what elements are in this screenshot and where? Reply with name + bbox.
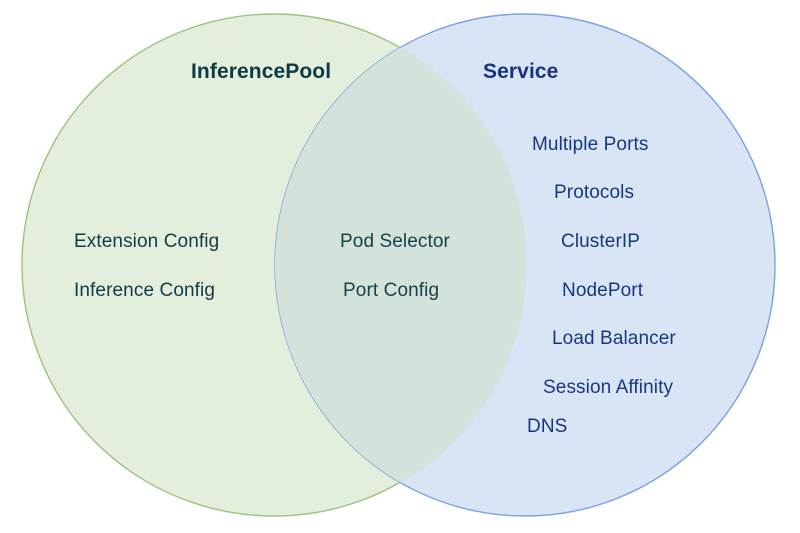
inferencepool-item-inference-config: Inference Config [74,280,216,301]
service-item-multiple-ports: Multiple Ports [532,134,649,155]
inferencepool-item-extension-config: Extension Config [74,231,220,252]
intersection-item-pod-selector: Pod Selector [340,231,450,252]
service-title: Service [483,60,559,83]
service-item-load-balancer: Load Balancer [552,328,676,349]
intersection-item-port-config: Port Config [343,280,440,301]
service-item-protocols: Protocols [554,182,635,203]
service-item-nodeport: NodePort [562,280,644,301]
service-item-clusterip: ClusterIP [561,231,641,252]
service-item-dns: DNS [527,416,568,437]
inferencepool-title: InferencePool [191,60,332,83]
service-item-session-affinity: Session Affinity [543,377,674,398]
intersection-region [275,14,526,516]
